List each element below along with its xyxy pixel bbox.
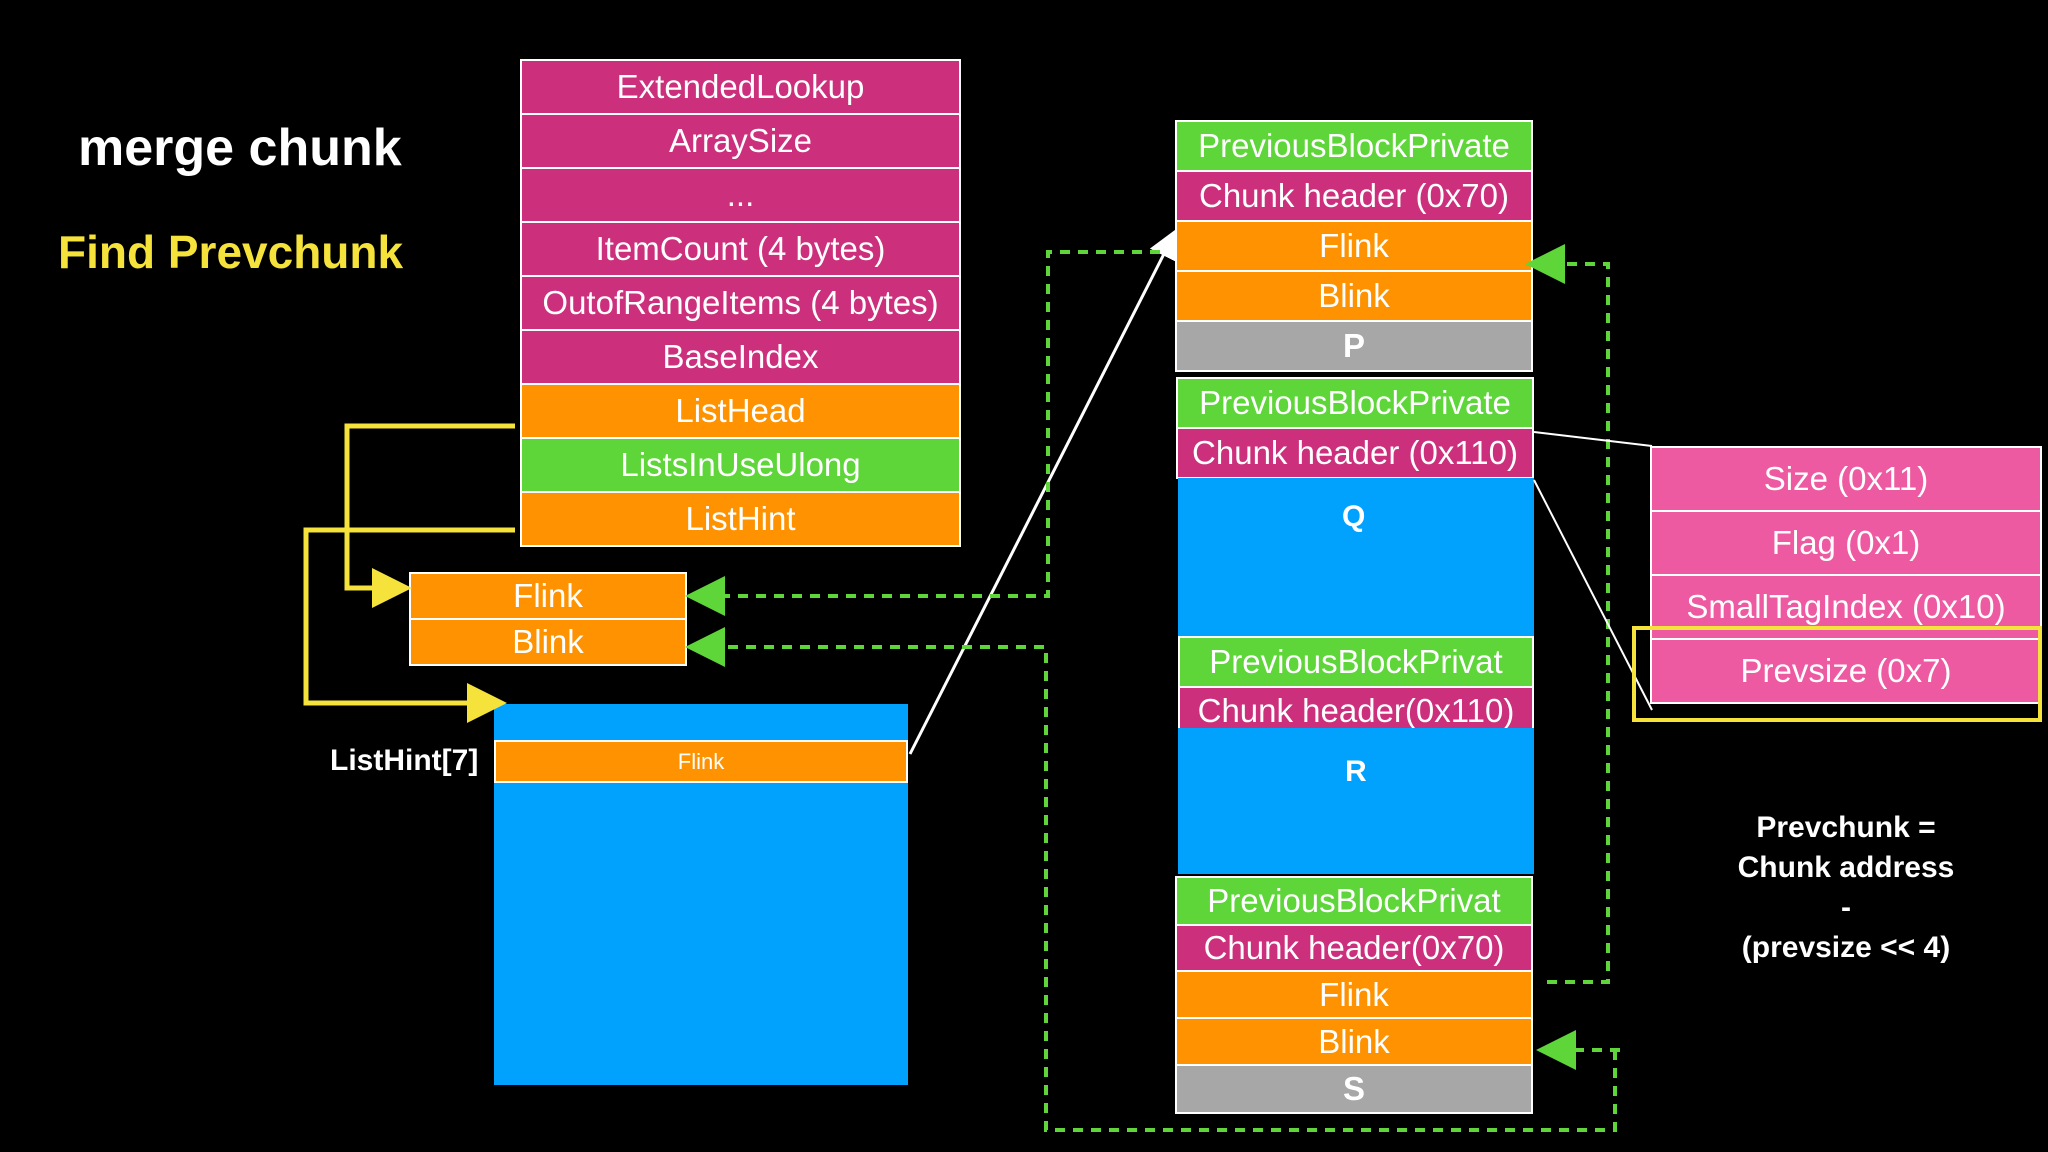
prevchunk-formula: Prevchunk = Chunk address - (prevsize <<… (1700, 808, 1992, 968)
chunk-p-prev-block: PreviousBlockPrivate (1175, 120, 1533, 172)
chunk-r: PreviousBlockPrivat Chunk header(0x110) (1178, 636, 1534, 736)
field-item-count: ItemCount (4 bytes) (520, 221, 961, 277)
heap-structure: ExtendedLookup ArraySize ... ItemCount (… (520, 59, 961, 547)
field-base-index: BaseIndex (520, 329, 961, 385)
arrow-p-to-listhead-flink (685, 250, 1160, 616)
formula-line-1: Prevchunk = (1756, 811, 1936, 844)
chunk-p: PreviousBlockPrivate Chunk header (0x70)… (1175, 120, 1533, 372)
chunk-s-blink: Blink (1175, 1017, 1533, 1066)
arrow-listhint-to-block (303, 527, 515, 723)
arrow-listhint-flink-to-p (908, 228, 1177, 755)
chunk-q-header: Chunk header (0x110) (1176, 427, 1534, 479)
chunk-q-body (1178, 478, 1534, 636)
formula-line-4: (prevsize << 4) (1741, 931, 1951, 964)
chunk-q-name: Q (1342, 500, 1366, 533)
prevsize-highlight (1632, 626, 2042, 722)
list-hint-flink: Flink (494, 740, 908, 783)
chunk-r-body (1178, 728, 1534, 874)
chunk-s-header: Chunk header(0x70) (1175, 924, 1533, 972)
header-prevsize: Prevsize (0x7) (1650, 638, 2042, 704)
field-out-of-range-items: OutofRangeItems (4 bytes) (520, 275, 961, 331)
chunk-r-name: R (1345, 755, 1367, 788)
arrow-listhead-to-node (344, 423, 515, 608)
formula-line-2: Chunk address (1737, 851, 1955, 884)
arrow-s-to-p-flink (1525, 244, 1610, 984)
chunk-p-blink: Blink (1175, 270, 1533, 322)
chunk-q-prev-block: PreviousBlockPrivate (1176, 377, 1534, 429)
chunk-p-header: Chunk header (0x70) (1175, 170, 1533, 222)
list-head-flink: Flink (409, 572, 687, 620)
page-title: merge chunk (78, 119, 402, 177)
chunk-s-name: S (1175, 1064, 1533, 1114)
chunk-r-header: Chunk header(0x110) (1178, 686, 1534, 736)
callout-line-top (1533, 431, 1653, 447)
list-head-blink: Blink (409, 618, 687, 666)
field-list-hint: ListHint (520, 491, 961, 547)
page-subtitle: Find Prevchunk (58, 226, 404, 278)
formula-line-3: - (1841, 891, 1851, 924)
arrow-s-to-listhead-blink (685, 627, 1617, 1132)
list-head-node: Flink Blink (409, 572, 687, 666)
field-array-size: ArraySize (520, 113, 961, 169)
chunk-q: PreviousBlockPrivate Chunk header (0x110… (1176, 377, 1534, 479)
chunk-p-name: P (1175, 320, 1533, 372)
list-hint-label: ListHint[7] (330, 744, 479, 777)
chunk-s: PreviousBlockPrivat Chunk header(0x70) F… (1175, 876, 1533, 1114)
